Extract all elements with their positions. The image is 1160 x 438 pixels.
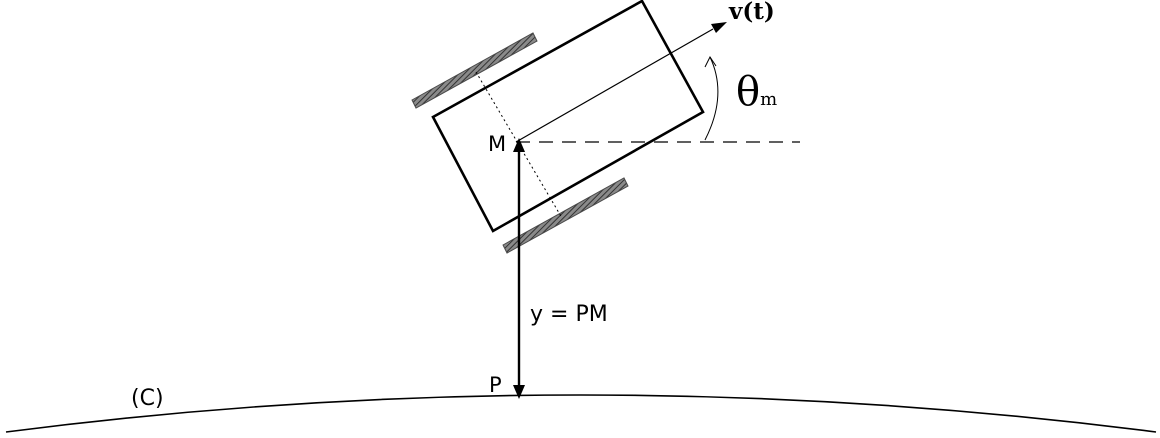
- theta-subscript: m: [760, 89, 777, 110]
- distance-label: y = PM: [530, 302, 608, 327]
- angle-arc-arrowhead: [704, 56, 717, 68]
- top-wheel: [411, 32, 538, 109]
- robot-body: [431, 0, 705, 233]
- arrowhead-p: [513, 385, 525, 399]
- point-p-label: P: [489, 373, 502, 397]
- angle-arc: [704, 56, 719, 141]
- bottom-wheel: [502, 177, 629, 254]
- theta-label: θm: [736, 69, 777, 115]
- wheel-axle: [475, 71, 563, 219]
- curve-label: (C): [131, 386, 164, 411]
- velocity-vector: [515, 28, 714, 143]
- theta-symbol: θ: [736, 69, 760, 115]
- arrowhead-m: [513, 138, 525, 152]
- velocity-arrowhead: [711, 22, 727, 33]
- point-m-label: M: [488, 132, 506, 156]
- curve-c: [5, 394, 1157, 433]
- velocity-label: v(t): [728, 0, 775, 25]
